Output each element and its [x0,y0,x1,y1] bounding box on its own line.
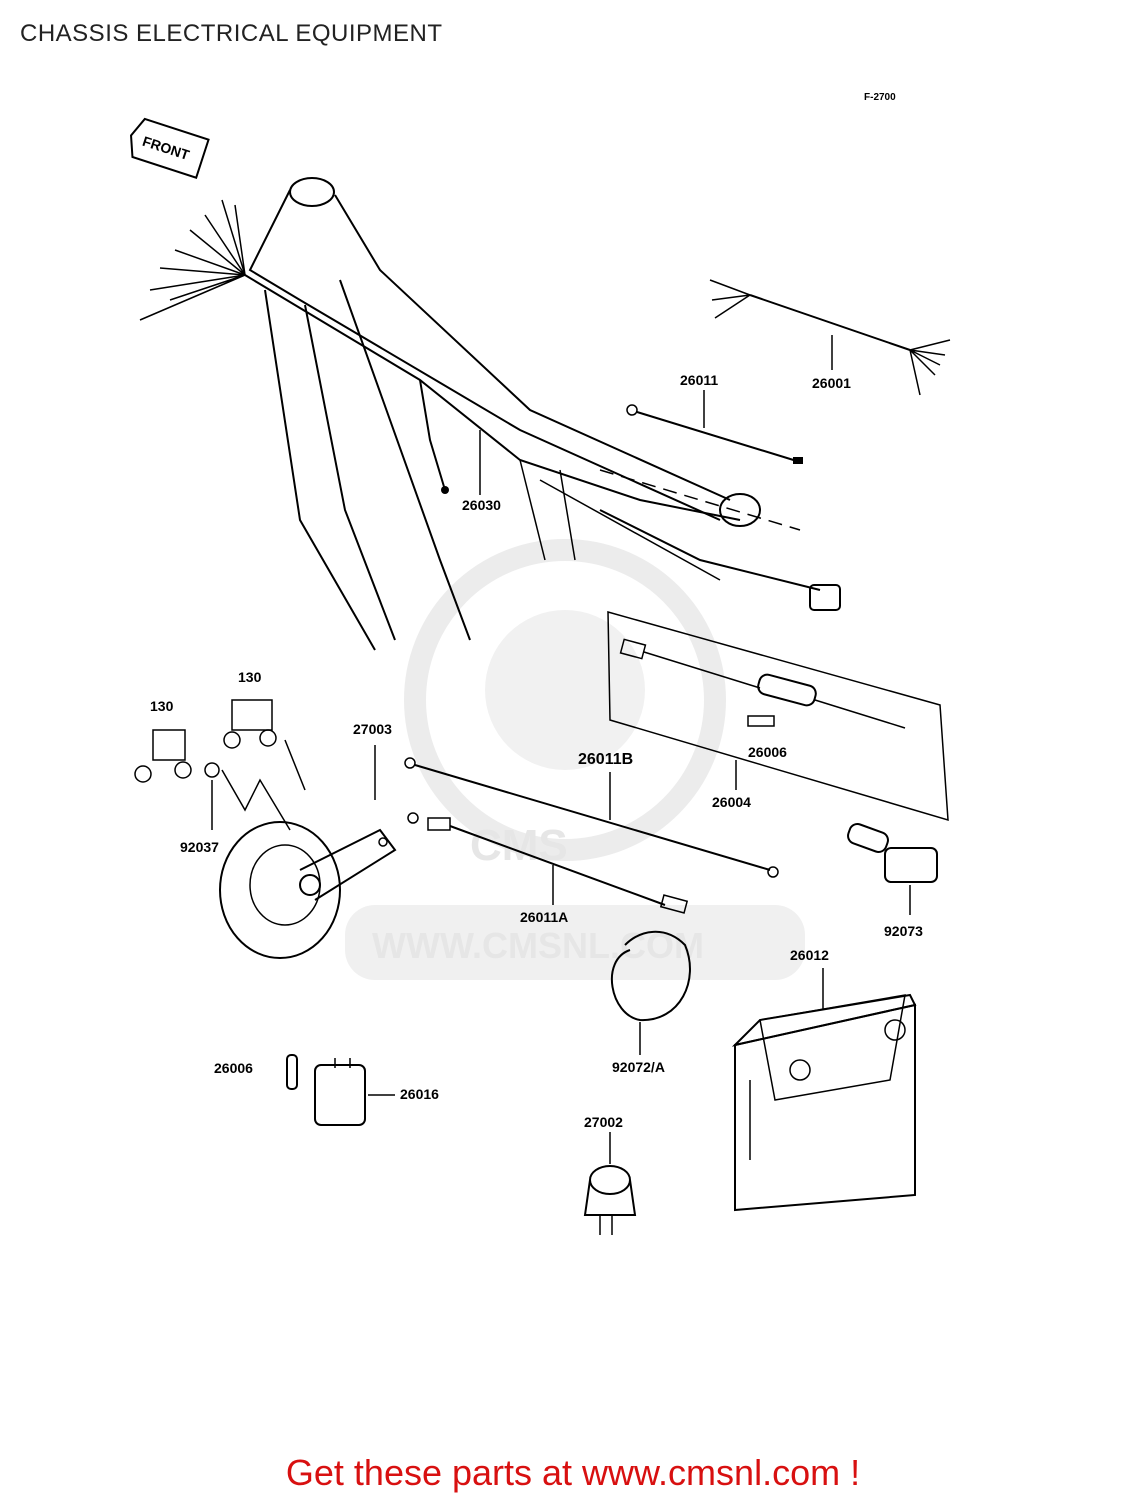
frame-illustration [248,177,801,651]
front-tag: FRONT [130,117,210,179]
sub-harness-26001 [709,279,951,396]
label-130-a: 130 [238,669,262,685]
fuse-assembly-26004 [607,611,949,822]
switch-27002 [583,1132,637,1235]
lead-26011 [626,390,803,464]
label-26006-bottom: 26006 [214,1060,253,1076]
horn-27003 [219,745,397,959]
label-92072A: 92072/A [612,1059,665,1075]
label-26006-top: 26006 [748,744,787,760]
label-26001: 26001 [812,375,851,391]
label-26011B: 26011B [578,751,633,768]
front-tag-label: FRONT [141,133,192,163]
label-26012: 26012 [790,947,829,963]
leads-26011A-26011B [404,757,779,914]
label-26011: 26011 [680,372,718,388]
footer-link[interactable]: Get these parts at www.cmsnl.com ! [285,1452,861,1493]
label-26004: 26004 [712,794,751,810]
battery-band-92072A [611,930,691,1055]
battery-26012 [731,968,917,1212]
bracket-92037 [204,762,291,831]
label-27002: 27002 [584,1114,623,1130]
relay-26016 [314,1058,395,1126]
label-130-b: 130 [150,698,174,714]
label-92073: 92073 [884,923,923,939]
label-26011A: 26011A [520,909,568,925]
bolts-130 [134,699,306,791]
label-92037: 92037 [180,839,219,855]
parts-diagram: CMS WWW.CMSNL.COM F-2700 FRONT [130,92,951,1235]
watermark-brand: CMS [470,821,568,870]
label-27003: 27003 [353,721,392,737]
page-title: CHASSIS ELECTRICAL EQUIPMENT [20,20,443,47]
fuse-26006 [286,1054,298,1090]
main-harness-26030 [139,199,841,611]
terminal-cover-92073 [847,823,938,915]
label-26016: 26016 [400,1086,439,1102]
label-26030: 26030 [462,497,501,513]
figure-code: F-2700 [864,92,896,103]
